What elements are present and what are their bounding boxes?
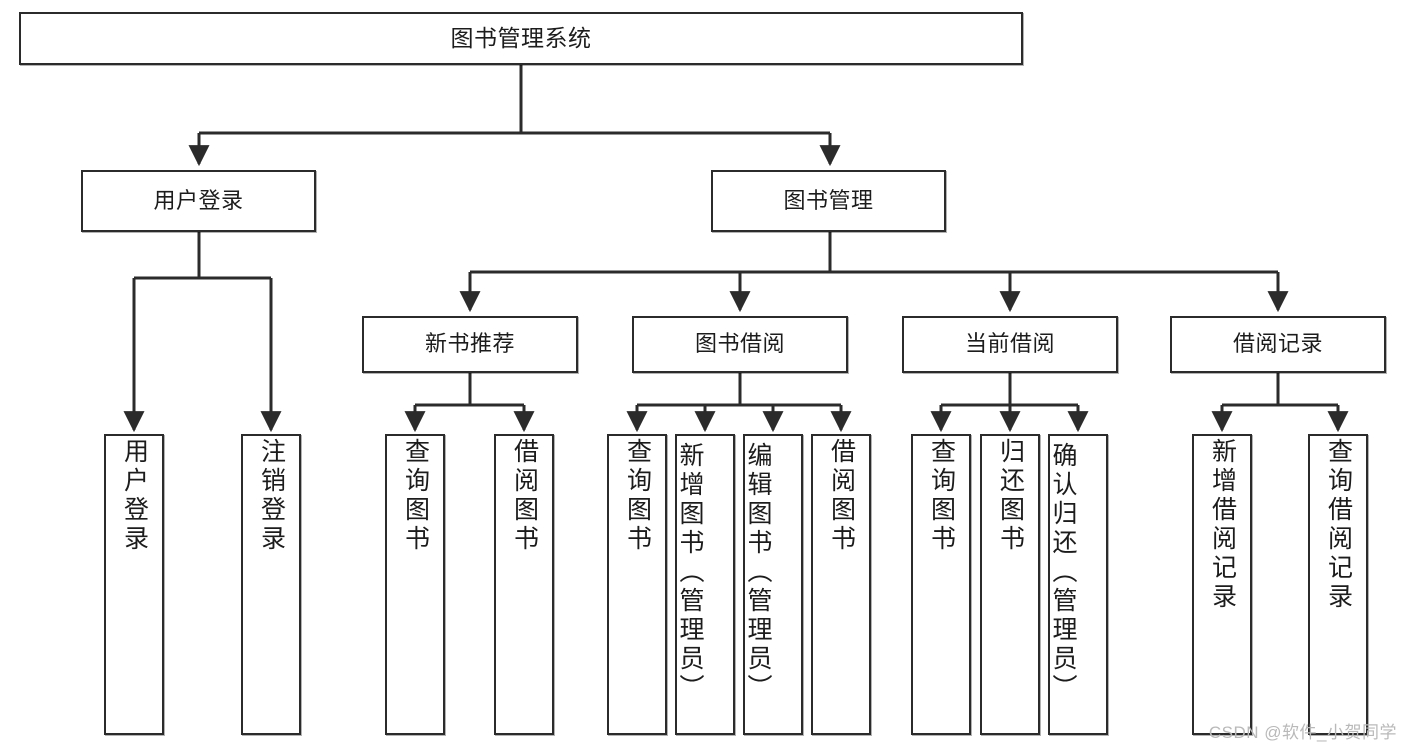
node-current-borrow[interactable]: 当前借阅 [902,316,1118,373]
node-book-manage[interactable]: 图书管理 [711,170,946,232]
node-root[interactable]: 图书管理系统 [19,12,1023,65]
node-user-login[interactable]: 用户登录 [81,170,316,232]
node-leaf-current-2-label: 归还图书 [996,438,1025,554]
node-borrow-record-label: 借阅记录 [1232,331,1323,357]
node-leaf-current-2[interactable]: 归还图书 [980,434,1040,735]
node-leaf-current-3[interactable]: 确认归还（管理员） [1048,434,1108,735]
node-leaf-borrow-2-label: 新增图书（管理员） [676,442,704,703]
node-leaf-borrow-3[interactable]: 编辑图书（管理员） [743,434,803,735]
node-leaf-record-2-label: 查询借阅记录 [1324,438,1353,612]
node-book-borrow[interactable]: 图书借阅 [632,316,848,373]
node-current-borrow-label: 当前借阅 [964,331,1055,357]
node-leaf-record-1-label: 新增借阅记录 [1208,438,1237,612]
node-leaf-borrow-3-label: 编辑图书（管理员） [744,442,772,703]
node-leaf-user-login-1[interactable]: 用户登录 [104,434,164,735]
node-leaf-user-login-2-label: 注销登录 [257,438,286,554]
node-leaf-borrow-2[interactable]: 新增图书（管理员） [675,434,735,735]
node-leaf-current-3-label: 确认归还（管理员） [1049,442,1077,703]
node-leaf-record-1[interactable]: 新增借阅记录 [1192,434,1252,735]
node-leaf-user-login-1-label: 用户登录 [120,438,149,554]
node-leaf-recommend-1[interactable]: 查询图书 [385,434,445,735]
node-leaf-recommend-2-label: 借阅图书 [510,438,539,554]
node-leaf-recommend-2[interactable]: 借阅图书 [494,434,554,735]
node-leaf-record-2[interactable]: 查询借阅记录 [1308,434,1368,735]
node-leaf-borrow-1-label: 查询图书 [623,438,652,554]
node-new-book-recommend[interactable]: 新书推荐 [362,316,578,373]
node-new-book-recommend-label: 新书推荐 [424,331,515,357]
node-user-login-label: 用户登录 [153,187,244,213]
node-leaf-borrow-4[interactable]: 借阅图书 [811,434,871,735]
node-leaf-borrow-1[interactable]: 查询图书 [607,434,667,735]
csdn-watermark: CSDN @软件_小贺同学 [1208,723,1397,742]
node-root-label: 图书管理系统 [450,25,592,52]
node-leaf-recommend-1-label: 查询图书 [401,438,430,554]
node-book-borrow-label: 图书借阅 [694,331,785,357]
node-leaf-current-1[interactable]: 查询图书 [911,434,971,735]
node-leaf-user-login-2[interactable]: 注销登录 [241,434,301,735]
node-leaf-borrow-4-label: 借阅图书 [827,438,856,554]
node-borrow-record[interactable]: 借阅记录 [1170,316,1386,373]
node-leaf-current-1-label: 查询图书 [927,438,956,554]
node-book-manage-label: 图书管理 [783,187,874,213]
